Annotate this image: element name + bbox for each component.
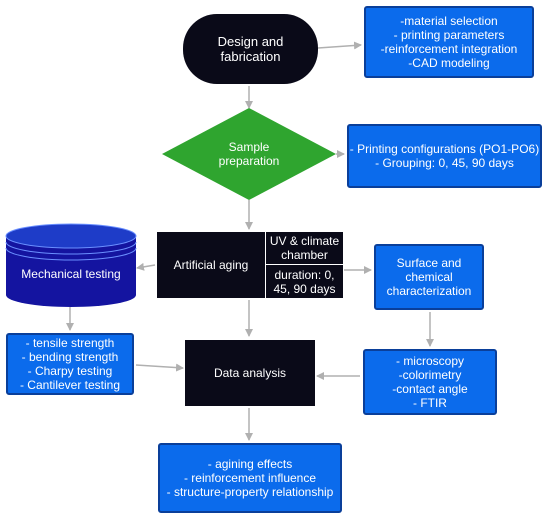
- results-box: - agining effects - reinforcement influe…: [158, 443, 342, 513]
- arrow-mechanical-details-to-analysis: [135, 363, 184, 372]
- sample-preparation-diamond: [162, 108, 336, 200]
- design-details-box: -material selection - printing parameter…: [364, 6, 534, 78]
- data-analysis-node: Data analysis: [185, 340, 315, 406]
- design-and-fabrication-node: Design and fabrication: [183, 14, 318, 84]
- surface-details-box: - microscopy -colorimetry -contact angle…: [363, 349, 497, 415]
- surface-characterization-box: Surface and chemical characterization: [374, 244, 484, 310]
- uv-chamber-node: UV & climate chamber: [266, 232, 343, 264]
- arrow-design-to-details: [317, 41, 362, 50]
- sample-details-box: - Printing configurations (PO1-PO6) - Gr…: [347, 124, 542, 188]
- arrow-aging-to-mechanical: [136, 262, 156, 271]
- sample-preparation-label: Sample preparation: [218, 140, 280, 168]
- artificial-aging-node: Artificial aging: [157, 232, 265, 298]
- aging-duration-node: duration: 0, 45, 90 days: [266, 265, 343, 298]
- mechanical-testing-label: Mechanical testing: [21, 267, 121, 281]
- mechanical-details-box: - tensile strength - bending strength - …: [6, 333, 134, 395]
- mechanical-testing-cylinder: [5, 223, 137, 307]
